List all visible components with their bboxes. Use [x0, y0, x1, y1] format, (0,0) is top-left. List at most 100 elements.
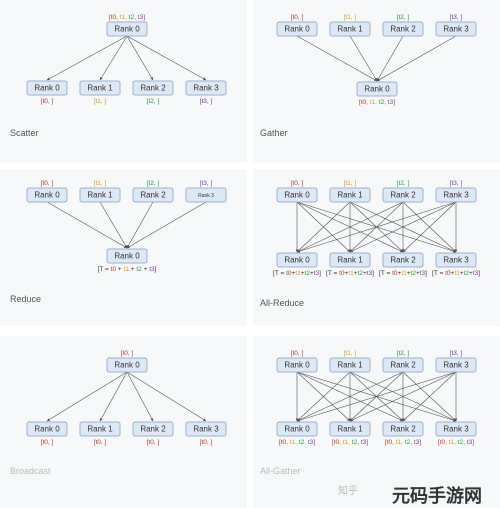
- caption-scatter: Scatter: [10, 128, 39, 138]
- data-label-bottom-0: [t0, t1, t2, t3]: [279, 439, 315, 446]
- data-token: +: [310, 270, 314, 277]
- data-token: t3: [420, 270, 426, 277]
- rank-box-shape: [276, 21, 318, 37]
- data-label-top-0: [t0, ]: [121, 350, 134, 357]
- rank-box-shape: [276, 357, 318, 373]
- data-token: t1,: [120, 14, 129, 21]
- data-token: t1: [454, 270, 460, 277]
- rank-label: Rank 2: [140, 191, 166, 200]
- rank-box-shape: [329, 357, 371, 373]
- data-label-top-0: [t0, ]: [291, 14, 304, 21]
- rank-box: Rank 0: [106, 21, 148, 37]
- data-token: t2,: [405, 439, 414, 446]
- data-token: [t2, ]: [397, 350, 410, 357]
- data-label-bottom-2: [t0, ]: [147, 439, 160, 446]
- rank-box-shape: [382, 357, 424, 373]
- data-token: [t0, ]: [147, 439, 160, 446]
- data-token: [t0,: [109, 14, 120, 21]
- data-token: [t0, ]: [291, 14, 304, 21]
- data-token: t2,: [129, 14, 138, 21]
- data-token: +: [407, 270, 411, 277]
- data-label-bottom-3: [t3, ]: [200, 98, 213, 105]
- data-label-top-0: [t0, ]: [41, 180, 54, 187]
- rank-box-shape: [382, 252, 424, 268]
- rank-label: Rank 1: [337, 361, 363, 370]
- data-token: +: [451, 270, 455, 277]
- rank-box-shape: [435, 187, 477, 203]
- rank-box: Rank 1: [79, 421, 121, 437]
- data-token: +: [292, 270, 296, 277]
- edge-broadcast: [46, 371, 128, 422]
- data-token: [t0,: [332, 439, 343, 446]
- data-token: [t1, ]: [344, 180, 357, 187]
- edge-allreduce: [296, 201, 404, 253]
- data-token: [t2, ]: [147, 180, 160, 187]
- edge-gather: [376, 35, 404, 82]
- rank-label: Rank 3: [193, 84, 219, 93]
- rank-box: Rank 2: [382, 187, 424, 203]
- rank-label: Rank 1: [87, 84, 113, 93]
- data-token: +: [129, 266, 136, 273]
- data-token: +: [116, 266, 123, 273]
- data-token: [T =: [273, 270, 286, 277]
- rank-box-shape: [26, 187, 68, 203]
- data-label-bottom-3: [t0, t1, t2, t3]: [438, 439, 474, 446]
- data-token: ]: [155, 266, 157, 273]
- data-token: [t0, ]: [94, 439, 107, 446]
- rank-label: Rank 1: [337, 25, 363, 34]
- data-label-bottom-0: [t0, ]: [41, 439, 54, 446]
- rank-label: Rank 0: [284, 25, 310, 34]
- data-label-bottom-2: [t2, ]: [147, 98, 160, 105]
- rank-box-shape: [382, 421, 424, 437]
- rank-box: Rank 0: [106, 357, 148, 373]
- edge-allgather: [296, 371, 457, 422]
- rank-box-shape: [185, 421, 227, 437]
- data-token: [t3, ]: [450, 14, 463, 21]
- data-token: +: [142, 266, 149, 273]
- edge-reduce: [99, 201, 128, 249]
- edge-scatter: [126, 35, 154, 81]
- data-token: [t0,: [385, 439, 396, 446]
- rank-box: Rank 2: [132, 80, 174, 96]
- data-token: [t0,: [438, 439, 449, 446]
- edge-broadcast: [126, 371, 154, 422]
- rank-box-shape: [79, 80, 121, 96]
- edge-gather: [296, 35, 378, 82]
- rank-box: Rank 3: [435, 252, 477, 268]
- data-token: [t1, ]: [94, 180, 107, 187]
- data-label-top-2: [t2, ]: [397, 350, 410, 357]
- data-token: t3]: [308, 439, 315, 446]
- rank-box: Rank 2: [382, 21, 424, 37]
- rank-box-shape: [329, 252, 371, 268]
- data-token: +: [354, 270, 358, 277]
- data-label-bottom-3: [t0, ]: [200, 439, 213, 446]
- data-token: t1: [401, 270, 407, 277]
- rank-box: Rank 3: [435, 421, 477, 437]
- data-token: t2,: [299, 439, 308, 446]
- rank-label: Rank 2: [390, 25, 416, 34]
- data-label-bottom-0: [T = t0 + t1 + t2 + t3]: [98, 266, 157, 273]
- rank-box-shape: [185, 187, 227, 203]
- rank-box: Rank 0: [276, 357, 318, 373]
- edge-broadcast: [99, 371, 128, 422]
- data-token: t2: [305, 270, 311, 277]
- rank-label: Rank 2: [140, 84, 166, 93]
- data-token: t3]: [361, 439, 368, 446]
- edge-allreduce: [349, 201, 457, 253]
- data-token: [t3, ]: [200, 180, 213, 187]
- data-token: t3: [367, 270, 373, 277]
- data-token: t3: [314, 270, 320, 277]
- data-token: t0: [286, 270, 292, 277]
- rank-label: Rank 2: [140, 425, 166, 434]
- data-label-top-3: [t3, ]: [450, 350, 463, 357]
- data-token: t2: [358, 270, 364, 277]
- data-token: [T =: [326, 270, 339, 277]
- rank-box-shape: [435, 421, 477, 437]
- rank-label: Rank 0: [364, 85, 390, 94]
- data-token: t1: [348, 270, 354, 277]
- rank-box-shape: [276, 187, 318, 203]
- data-token: t2,: [352, 439, 361, 446]
- rank-box: Rank 0: [276, 187, 318, 203]
- edge-scatter: [126, 35, 207, 81]
